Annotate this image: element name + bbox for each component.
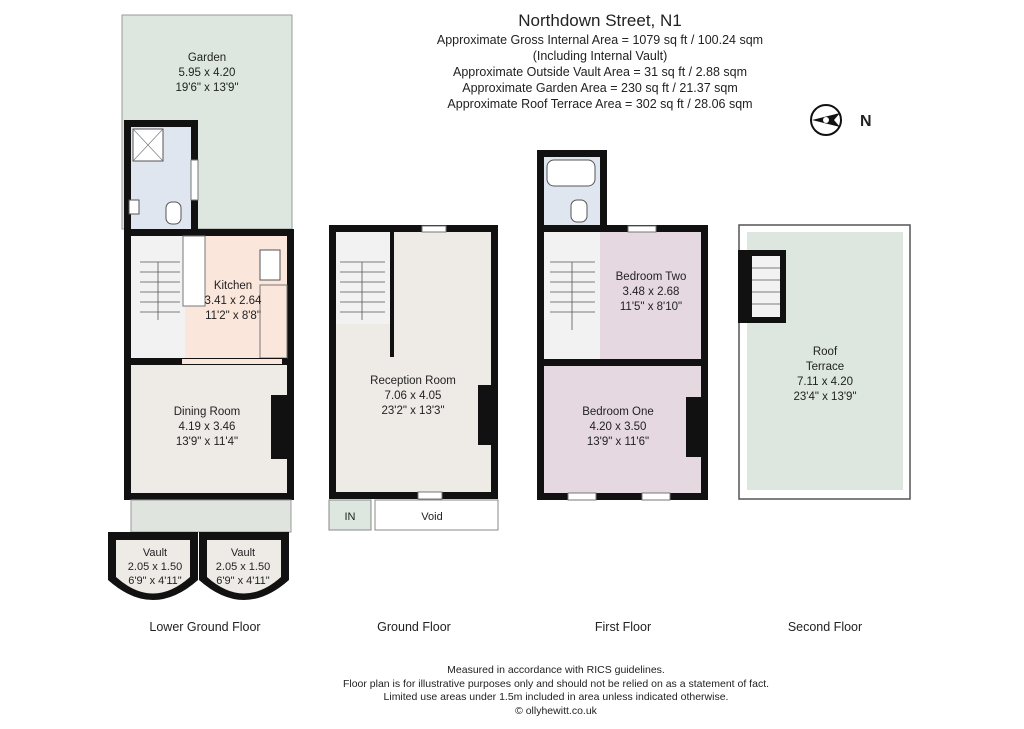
gf-front-window xyxy=(417,491,443,500)
hob-icon xyxy=(259,249,281,281)
gross-area-line: Approximate Gross Internal Area = 1079 s… xyxy=(436,33,764,47)
fireplace xyxy=(271,395,287,459)
toilet-icon xyxy=(165,201,182,225)
ff-fireplace xyxy=(686,397,701,457)
gf-rear-window xyxy=(421,225,447,233)
vault-2 xyxy=(207,540,281,594)
garden-metric: 5.95 x 4.20 xyxy=(179,67,236,79)
vault-1-name: Vault xyxy=(143,547,167,559)
lower-ground-floor: Garden 5.95 x 4.20 19'6" x 13'9" Kitchen… xyxy=(108,14,294,634)
first-floor-label: First Floor xyxy=(595,620,651,634)
vault-2-imperial: 6'9" x 4'11" xyxy=(216,575,269,587)
dining-metric: 4.19 x 3.46 xyxy=(179,421,236,433)
kitchen-metric: 3.41 x 2.64 xyxy=(205,295,263,307)
dining-name: Dining Room xyxy=(174,406,240,418)
bath-icon xyxy=(546,159,596,187)
footer-disclaimer-line: Floor plan is for illustrative purposes … xyxy=(342,677,770,690)
reception-name: Reception Room xyxy=(370,375,456,387)
kitchen-name: Kitchen xyxy=(214,280,252,292)
vault-2-metric: 2.05 x 1.50 xyxy=(216,561,270,573)
vault-note-line: (Including Internal Vault) xyxy=(532,49,668,63)
vault-1 xyxy=(116,540,190,594)
bedroom-two-name: Bedroom Two xyxy=(616,271,687,283)
footer-rics-line: Measured in accordance with RICS guideli… xyxy=(447,664,665,676)
ground-floor-label: Ground Floor xyxy=(377,620,451,634)
second-floor-label: Second Floor xyxy=(788,620,862,634)
kitchen-imperial: 11'2" x 8'8" xyxy=(205,310,261,322)
gf-fireplace xyxy=(478,385,491,445)
bedroom-two-metric: 3.48 x 2.68 xyxy=(623,286,680,298)
front-lightwell xyxy=(130,499,292,533)
dining-imperial: 13'9" x 11'4" xyxy=(176,436,238,448)
footer: Measured in accordance with RICS guideli… xyxy=(300,664,812,718)
void-area xyxy=(374,499,499,531)
compass-icon: N xyxy=(810,104,872,136)
first-floor: Bedroom Two 3.48 x 2.68 11'5" x 8'10" Be… xyxy=(537,150,708,634)
reception-metric: 7.06 x 4.05 xyxy=(385,390,442,402)
void-label: Void xyxy=(421,511,442,523)
entrance xyxy=(328,499,372,531)
dining-room xyxy=(131,365,287,493)
second-floor: Roof Terrace 7.11 x 4.20 23'4" x 13'9" S… xyxy=(738,224,911,634)
lower-ground-floor-label: Lower Ground Floor xyxy=(149,620,260,634)
bedroom-two-imperial: 11'5" x 8'10" xyxy=(620,301,682,313)
bedroom-one xyxy=(544,366,701,493)
bedroom-one-metric: 4.20 x 3.50 xyxy=(590,421,647,433)
ff-front-window-1 xyxy=(567,492,597,501)
lg-bathroom-window xyxy=(190,159,199,201)
basin-icon xyxy=(128,199,140,215)
bedroom-two xyxy=(600,232,701,359)
ff-rear-window xyxy=(627,225,657,233)
gf-stair-hall xyxy=(336,232,390,324)
terrace-imperial: 23'4" x 13'9" xyxy=(793,391,856,403)
vault-2-name: Vault xyxy=(231,547,255,559)
kitchen-counter xyxy=(259,284,288,359)
terrace-metric: 7.11 x 4.20 xyxy=(797,376,853,388)
roof-terrace-area-line: Approximate Roof Terrace Area = 302 sq f… xyxy=(447,97,753,111)
vault-1-imperial: 6'9" x 4'11" xyxy=(128,575,181,587)
terrace-name-2: Terrace xyxy=(806,361,844,373)
outside-vault-area-line: Approximate Outside Vault Area = 31 sq f… xyxy=(452,65,748,79)
bedroom-one-name: Bedroom One xyxy=(582,406,654,418)
compass-north-label: N xyxy=(860,113,872,130)
ground-floor: Reception Room 7.06 x 4.05 23'2" x 13'3"… xyxy=(328,225,499,634)
terrace-name: Roof xyxy=(813,346,838,358)
garden-imperial: 19'6" x 13'9" xyxy=(175,82,238,94)
footer-copyright-line: © ollyhewitt.co.uk xyxy=(515,704,597,717)
kitchen-sink-counter xyxy=(182,235,206,307)
entrance-label: IN xyxy=(345,511,356,523)
bedroom-one-imperial: 13'9" x 11'6" xyxy=(587,436,649,448)
property-title: Northdown Street, N1 xyxy=(518,11,682,30)
footer-limited-use-line: Limited use areas under 1.5m included in… xyxy=(383,691,729,703)
roof-stairs xyxy=(752,256,780,317)
ff-front-window-2 xyxy=(641,492,671,501)
header: Northdown Street, N1 Approximate Gross I… xyxy=(380,10,820,112)
ff-toilet-icon xyxy=(570,199,588,223)
garden-area-line: Approximate Garden Area = 230 sq ft / 21… xyxy=(462,81,738,95)
garden-name: Garden xyxy=(188,52,226,64)
vault-1-metric: 2.05 x 1.50 xyxy=(128,561,182,573)
reception-imperial: 23'2" x 13'3" xyxy=(381,405,444,417)
